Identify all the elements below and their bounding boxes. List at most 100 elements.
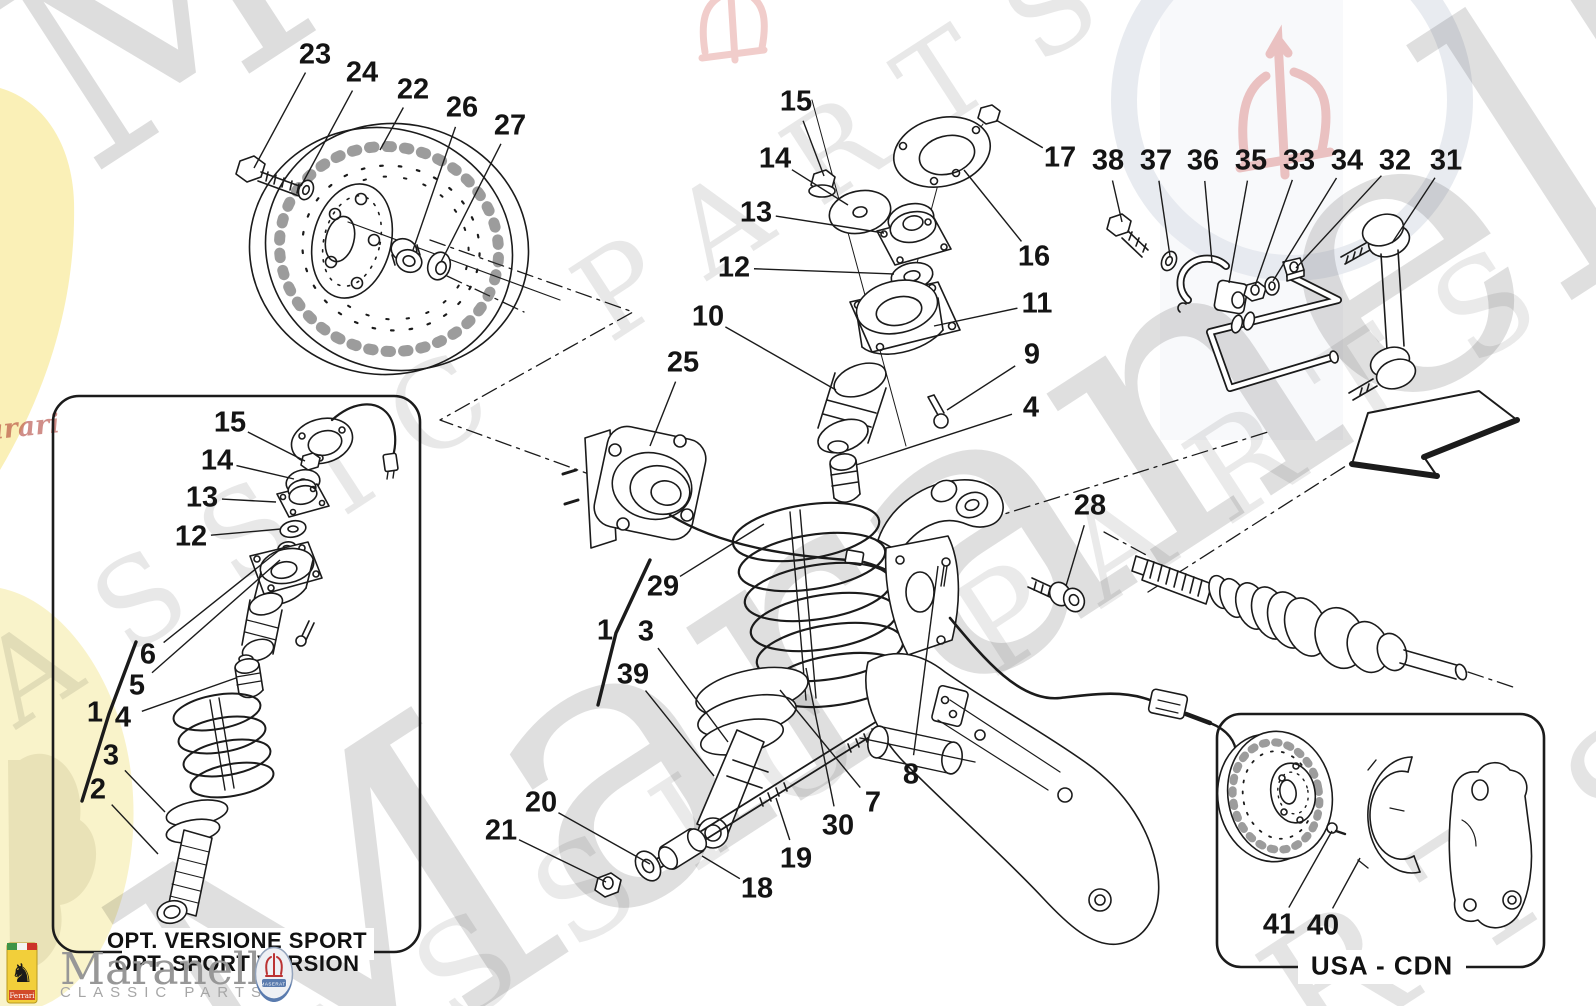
ferrari-badge-text: Ferrari [9, 992, 35, 1000]
leader-lines [111, 72, 1436, 909]
group-braces [80, 558, 652, 803]
sport-version-label-en: OPT. SPORT VERSION [114, 951, 360, 976]
callout-13: 13 [185, 481, 219, 514]
callout-31: 31 [1429, 144, 1463, 177]
leader-line-14 [791, 169, 849, 206]
callout-4: 4 [1022, 391, 1040, 424]
callout-12: 12 [717, 251, 751, 284]
callout-9: 9 [1023, 338, 1041, 371]
leader-line-2 [111, 804, 159, 855]
callout-3: 3 [637, 615, 655, 648]
leader-line-32 [1295, 175, 1382, 269]
upper-mount-stack [808, 99, 1001, 503]
callout-39: 39 [616, 658, 650, 691]
leader-line-26 [412, 126, 457, 251]
prancing-horse-icon: ♞ [10, 959, 33, 989]
leader-line-34 [1272, 177, 1338, 282]
callout-41: 41 [1262, 908, 1296, 941]
leader-line-17 [995, 119, 1044, 149]
callout-37: 37 [1139, 144, 1173, 177]
callout-7: 7 [864, 786, 882, 819]
callout-11: 11 [1021, 287, 1053, 320]
callout-26: 26 [445, 91, 479, 124]
stabilizer-bar-group [1106, 213, 1417, 401]
leader-line-18 [701, 855, 741, 880]
callout-34: 34 [1330, 144, 1364, 177]
leader-line-10 [725, 326, 837, 391]
axle-shaft [1131, 555, 1468, 681]
callout-27: 27 [493, 109, 527, 142]
callout-30: 30 [821, 809, 855, 842]
callout-14: 14 [200, 444, 234, 477]
leader-line-28 [1065, 524, 1085, 587]
disc-bolt-and-washer [235, 155, 315, 201]
leader-line-12 [753, 268, 895, 275]
usa-cdn-label: USA - CDN [1310, 950, 1454, 981]
callout-23: 23 [298, 38, 332, 71]
callout-18: 18 [740, 872, 774, 905]
logo-subtitle: CLASSIC PARTS [60, 984, 268, 1001]
leader-line-35 [1228, 180, 1249, 284]
callout-1: 1 [86, 696, 104, 729]
callout-8: 8 [902, 758, 920, 791]
usa-brake-disc-drawing [1216, 730, 1533, 929]
leader-line-9 [946, 365, 1016, 411]
leader-line-6 [163, 547, 283, 644]
leader-line-5 [151, 559, 281, 674]
callout-1: 1 [596, 614, 614, 647]
callout-3: 3 [102, 739, 120, 772]
callout-12: 12 [174, 520, 208, 553]
callout-40: 40 [1306, 909, 1340, 942]
control-arm-assembly [859, 479, 1238, 945]
callout-33: 33 [1282, 144, 1316, 177]
callout-15: 15 [213, 406, 247, 439]
leader-line-23 [253, 72, 307, 169]
callout-4: 4 [114, 701, 132, 734]
callout-25: 25 [666, 346, 700, 379]
callout-36: 36 [1186, 144, 1220, 177]
leader-line-29 [679, 523, 765, 578]
callout-17: 17 [1043, 141, 1077, 174]
logo-wordmark: Maranello [60, 944, 288, 995]
brake-disc [248, 122, 561, 376]
shock-absorber [594, 666, 904, 898]
leader-line-40 [1331, 857, 1361, 909]
callout-24: 24 [345, 56, 379, 89]
callout-38: 38 [1091, 144, 1125, 177]
callout-28: 28 [1073, 489, 1107, 522]
sport-shock-drawing [156, 403, 399, 925]
leader-line-30 [805, 667, 835, 807]
leader-line-15 [802, 120, 825, 177]
leader-line-4 [855, 413, 1013, 466]
leader-line-15 [247, 431, 306, 462]
leader-line-14 [236, 464, 295, 480]
callout-35: 35 [1234, 144, 1268, 177]
leader-line-36 [1204, 180, 1213, 263]
callout-15: 15 [779, 85, 813, 118]
leader-line-7 [779, 689, 861, 789]
leader-line-16 [963, 169, 1023, 242]
leader-line-11 [933, 307, 1018, 327]
callout-22: 22 [396, 73, 430, 106]
leader-line-8 [912, 565, 939, 756]
leader-line-25 [649, 381, 677, 447]
leader-line-4 [141, 677, 237, 712]
maserati-badge-text: MASERATI [261, 982, 288, 987]
callout-13: 13 [739, 196, 773, 229]
callout-16: 16 [1017, 240, 1051, 273]
callout-21: 21 [484, 814, 518, 847]
leader-line-27 [440, 143, 502, 263]
callout-10: 10 [691, 300, 725, 333]
callout-20: 20 [524, 786, 558, 819]
leader-line-20 [558, 812, 651, 865]
leader-line-12 [210, 528, 282, 536]
leader-line-21 [518, 839, 607, 883]
callout-5: 5 [128, 669, 146, 702]
leader-line-3 [657, 647, 729, 743]
callout-6: 6 [139, 638, 157, 671]
maserati-badge: MASERATI [254, 946, 294, 1002]
inset-sport-box [51, 394, 422, 960]
arm-bolt [1027, 577, 1086, 613]
